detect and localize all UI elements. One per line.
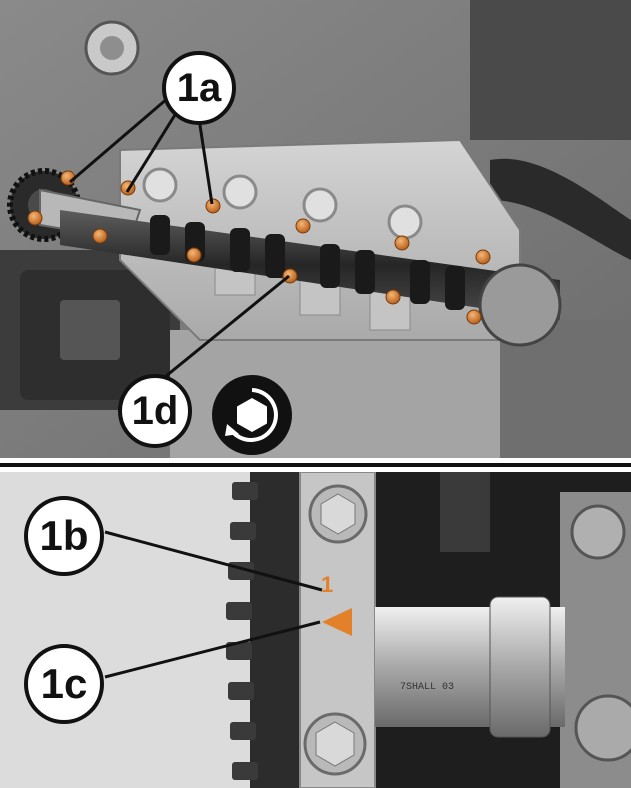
closeup-illustration <box>0 472 631 788</box>
callout-1d-label: 1d <box>131 389 179 433</box>
callout-1b-label: 1b <box>39 512 89 559</box>
callout-1a-label: 1a <box>176 66 222 110</box>
bolt <box>205 198 221 214</box>
callout-1a: 1a <box>161 50 237 126</box>
camshaft-part-label: 7SHALL 03 <box>400 682 455 693</box>
camshaft-collar <box>489 596 551 738</box>
callout-1b-bubble <box>24 496 104 576</box>
hose <box>490 158 631 260</box>
side-bolt <box>570 504 626 560</box>
camshaft-end-seal <box>478 263 562 347</box>
callout-1c-bubble <box>24 644 104 724</box>
connector-block <box>60 300 120 360</box>
spark-plug-bore-2 <box>222 174 258 210</box>
callout-1a-bubble <box>162 51 236 125</box>
cam-lobes <box>150 215 465 310</box>
bolt <box>394 235 410 251</box>
bolt-head-top <box>320 493 356 535</box>
panel-divider-line <box>0 463 631 467</box>
callout-1c-leader <box>104 620 321 679</box>
bolt <box>475 249 491 265</box>
bolt <box>295 218 311 234</box>
highlighted-bolts <box>27 170 491 325</box>
timing-mark-number: 1 <box>321 572 334 597</box>
hex-bolt-rotate-icon <box>211 374 293 456</box>
bolt <box>466 309 482 325</box>
callout-1b: 1b <box>22 494 106 578</box>
callout-1a-leaders <box>69 96 214 205</box>
filler-cap-center <box>100 36 124 60</box>
callout-1b-leader <box>104 530 323 592</box>
side-bolt-lower <box>574 694 631 762</box>
callout-1c-label: 1c <box>40 660 88 707</box>
bolt <box>385 289 401 305</box>
sprocket-teeth <box>226 482 258 780</box>
spark-plug-bore-4 <box>387 204 423 240</box>
bolt <box>27 210 43 226</box>
callout-1d-bubble <box>118 374 192 448</box>
bolt <box>186 247 202 263</box>
callout-1c: 1c <box>22 642 106 726</box>
spark-plug-bore-1 <box>142 167 178 203</box>
spark-plug-bore-3 <box>302 187 338 223</box>
bolt-head-bottom <box>315 721 355 767</box>
rear-component <box>440 472 490 552</box>
engine-overview-illustration <box>0 0 631 458</box>
hoses-area <box>470 0 631 140</box>
callout-1d: 1d <box>117 373 193 449</box>
engine-overview-photo: 1a 1d <box>0 0 631 458</box>
callout-1d-leader <box>154 274 290 387</box>
timing-mark-triangle <box>322 608 352 636</box>
timing-mark-closeup-photo: 1 7SHALL 03 1b 1c <box>0 472 631 788</box>
bolt <box>92 228 108 244</box>
